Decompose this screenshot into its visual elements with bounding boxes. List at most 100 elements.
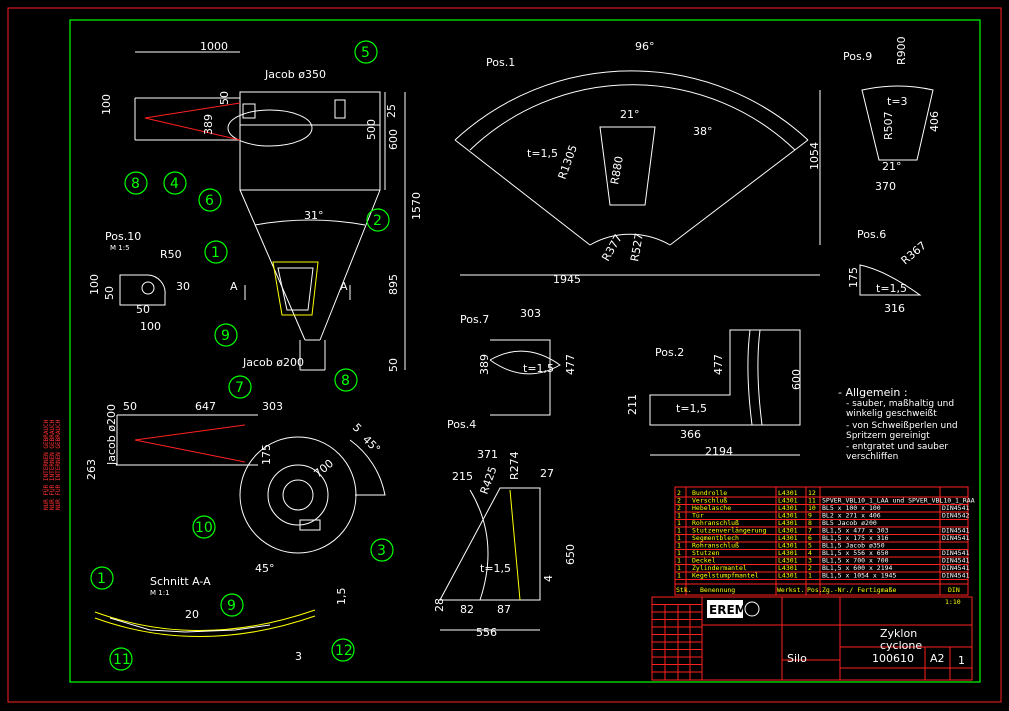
parts-cell: 2 [677, 497, 681, 505]
parts-cell: L4301 [778, 564, 798, 572]
svg-text:7: 7 [235, 380, 244, 396]
parts-cell: DIN4541 [942, 549, 969, 557]
svg-text:87: 87 [497, 603, 511, 616]
svg-text:8: 8 [341, 373, 350, 389]
parts-cell: 6 [808, 534, 812, 542]
svg-text:700: 700 [312, 457, 336, 480]
parts-cell: DIN4541 [942, 534, 969, 542]
svg-text:cyclone: cyclone [880, 639, 922, 652]
parts-cell: 1 [677, 527, 681, 535]
parts-cell: Bundrolle [692, 489, 727, 497]
svg-text:1945: 1945 [553, 273, 581, 286]
parts-cell: L4301 [778, 572, 798, 580]
parts-cell: L4301 [778, 497, 798, 505]
svg-text:Pos.1: Pos.1 [486, 56, 515, 69]
parts-cell: 1 [677, 519, 681, 527]
svg-text:303: 303 [262, 400, 283, 413]
parts-cell: 2 [677, 489, 681, 497]
parts-cell: Hebelasche [692, 504, 731, 512]
svg-text:1570: 1570 [410, 192, 423, 220]
drawing-frame [69, 19, 981, 683]
svg-text:R880: R880 [608, 155, 626, 185]
svg-text:Spritzern gereinigt: Spritzern gereinigt [846, 431, 930, 441]
svg-text:50: 50 [136, 303, 150, 316]
pos6-view: Pos.6 R367 175 t=1,5 316 [847, 228, 929, 315]
svg-text:366: 366 [680, 428, 701, 441]
svg-text:Zyklon: Zyklon [880, 627, 917, 640]
svg-text:303: 303 [520, 307, 541, 320]
svg-text:50: 50 [103, 286, 116, 300]
svg-text:100: 100 [88, 274, 101, 295]
parts-cell: 1 [677, 572, 681, 580]
parts-cell: 4 [808, 549, 812, 557]
svg-text:647: 647 [195, 400, 216, 413]
svg-text:Jacob ø200: Jacob ø200 [242, 356, 304, 369]
general-notes: - Allgemein : - sauber, maßhaltig und wi… [838, 386, 958, 462]
svg-text:600: 600 [387, 129, 400, 150]
svg-text:370: 370 [875, 180, 896, 193]
parts-cell: 2 [677, 504, 681, 512]
parts-cell: 3 [808, 557, 812, 565]
parts-cell: Verschluß [692, 497, 727, 505]
parts-cell: DIN4542 [942, 512, 969, 520]
parts-cell: 8 [808, 519, 812, 527]
svg-text:t=3: t=3 [887, 95, 908, 108]
svg-text:2194: 2194 [705, 445, 733, 458]
svg-text:3: 3 [377, 543, 386, 559]
svg-text:R377: R377 [599, 232, 625, 263]
parts-cell: 5 [808, 542, 812, 550]
parts-cell: 2 [808, 564, 812, 572]
parts-cell: L4301 [778, 489, 798, 497]
parts-cell: L4301 [778, 527, 798, 535]
svg-text:477: 477 [712, 354, 725, 375]
side-stamp: NUR FÜR INTERNEN GEBRAUCH NUR FÜR INTERN… [43, 419, 62, 510]
svg-text:Schnitt A-A: Schnitt A-A [150, 575, 211, 588]
svg-text:500: 500 [365, 119, 378, 140]
svg-text:600: 600 [790, 369, 803, 390]
parts-cell: 12 [808, 489, 816, 497]
section-a-a: Schnitt A-A M 1:1 20 1,5 3 [94, 575, 348, 663]
svg-text:t=1,5: t=1,5 [480, 562, 511, 575]
svg-text:R50: R50 [160, 248, 182, 261]
svg-text:389: 389 [202, 114, 215, 135]
parts-cell: 10 [808, 504, 816, 512]
svg-text:winkelig geschweißt: winkelig geschweißt [846, 409, 937, 419]
svg-text:28: 28 [433, 598, 446, 612]
parts-cell: BL1,5 Jacob ø350 [822, 542, 885, 550]
parts-cell: BL5 x 100 x 100 [822, 504, 881, 512]
svg-text:A: A [230, 280, 238, 293]
svg-text:100: 100 [140, 320, 161, 333]
svg-text:Jacob ø350: Jacob ø350 [264, 68, 326, 81]
svg-text:5: 5 [361, 45, 370, 61]
svg-text:2: 2 [373, 213, 382, 229]
svg-text:Pos.10: Pos.10 [105, 230, 141, 243]
svg-text:175: 175 [847, 267, 860, 288]
pos2-view: Pos.2 477 600 211 t=1,5 366 2194 [626, 329, 803, 458]
svg-text:R367: R367 [899, 239, 929, 267]
svg-text:Pos.9: Pos.9 [843, 50, 872, 63]
svg-text:1:10: 1:10 [945, 598, 961, 606]
svg-text:477: 477 [564, 354, 577, 375]
svg-text:100610: 100610 [872, 652, 914, 665]
svg-text:Pos.2: Pos.2 [655, 346, 684, 359]
pos7-view: Pos.7 303 389 t=1,5 477 [460, 307, 577, 416]
svg-text:Pos.4: Pos.4 [447, 418, 476, 431]
parts-cell: 1 [677, 557, 681, 565]
parts-cell: Tür [692, 512, 704, 520]
parts-cell: DIN4541 [942, 527, 969, 535]
svg-text:9: 9 [227, 598, 236, 614]
svg-text:- entgratet und sauber: - entgratet und sauber [846, 442, 948, 452]
parts-cell: DIN4541 [942, 504, 969, 512]
svg-text:175: 175 [260, 444, 273, 465]
svg-text:t=1,5: t=1,5 [876, 282, 907, 295]
svg-text:R507: R507 [882, 111, 895, 140]
parts-cell: L4301 [778, 512, 798, 520]
parts-cell: Segmentblech [692, 534, 739, 542]
svg-text:4: 4 [542, 575, 555, 582]
svg-text:Stk.: Stk. [676, 586, 692, 594]
parts-cell: BL1,5 x 600 x 2194 [822, 564, 893, 572]
company-logo-box [707, 600, 743, 618]
parts-cell: Rohranschluß [692, 519, 739, 527]
parts-cell: L4301 [778, 519, 798, 527]
